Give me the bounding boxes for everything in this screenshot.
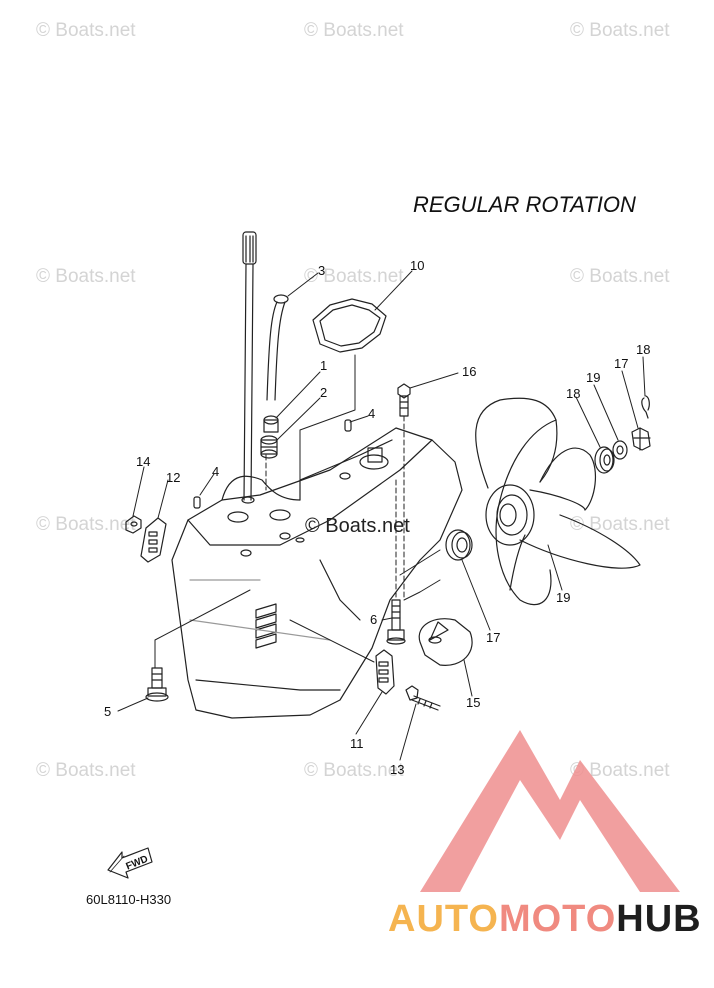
callout-9: 12 [166, 470, 180, 485]
callout-14: 17 [486, 630, 500, 645]
anode [140, 517, 167, 563]
leader-lines [117, 270, 646, 761]
logo-part-moto: MOTO [498, 898, 617, 940]
automotohub-logo-text: AUTOMOTOHUB [388, 898, 702, 941]
propeller [475, 397, 641, 606]
callout-1: 1 [320, 358, 327, 373]
spline-washer [594, 446, 615, 474]
watermark: © Boats.net [570, 760, 670, 781]
spacer [445, 529, 473, 561]
assembly-lines [265, 415, 405, 601]
callout-5: 5 [104, 704, 111, 719]
diagram-code: 60L8110-H330 [86, 892, 172, 907]
watermark: © Boats.net [570, 266, 670, 287]
logo-part-auto: AUTO [388, 898, 499, 940]
callout-numbers: 3 10 1 2 4 4 14 12 16 18 19 17 18 19 17 … [104, 258, 650, 777]
watermark: © Boats.net [570, 20, 670, 41]
nut [125, 515, 142, 534]
watermark: © Boats.net [36, 20, 136, 41]
diagram-title: REGULAR ROTATION [413, 192, 636, 217]
callout-16: 19 [586, 370, 600, 385]
bolt [386, 599, 406, 645]
callout-6: 6 [370, 612, 377, 627]
callout-4: 4 [212, 464, 219, 479]
watermark: © Boats.net [304, 20, 404, 41]
washer [612, 440, 628, 460]
callout-7: 10 [410, 258, 424, 273]
callout-15: 18 [566, 386, 580, 401]
watermark: © Boats.net [570, 514, 670, 535]
callout-13: 16 [462, 364, 476, 379]
anode [375, 649, 395, 695]
drive-shaft [241, 231, 257, 504]
callout-19: 19 [556, 590, 570, 605]
callout-17: 17 [614, 356, 628, 371]
bolt [145, 667, 169, 702]
watermark: © Boats.net [304, 760, 404, 781]
bolt [397, 383, 411, 417]
callout-3: 3 [318, 263, 325, 278]
dowel-pin [193, 419, 352, 509]
callout-2: 2 [320, 385, 327, 400]
cotter-pin [641, 395, 650, 419]
callout-12: 15 [466, 695, 480, 710]
center-watermark: © Boats.net [305, 515, 410, 537]
callout-8: 11 [350, 736, 364, 751]
bolt [405, 685, 441, 711]
watermark: © Boats.net [36, 266, 136, 287]
logo-part-hub: HUB [616, 898, 702, 940]
callout-4: 4 [368, 406, 375, 421]
callout-10: 13 [390, 762, 404, 777]
callout-11: 14 [136, 454, 150, 469]
watermark: © Boats.net [36, 514, 136, 535]
callout-18: 18 [636, 342, 650, 357]
watermark: © Boats.net [304, 266, 404, 287]
fwd-arrow-icon [107, 847, 153, 879]
automotohub-logo-mark [420, 730, 680, 892]
watermark: © Boats.net [36, 760, 136, 781]
prop-nut [631, 427, 651, 451]
trim-tab [418, 618, 473, 666]
gasket [312, 298, 387, 353]
